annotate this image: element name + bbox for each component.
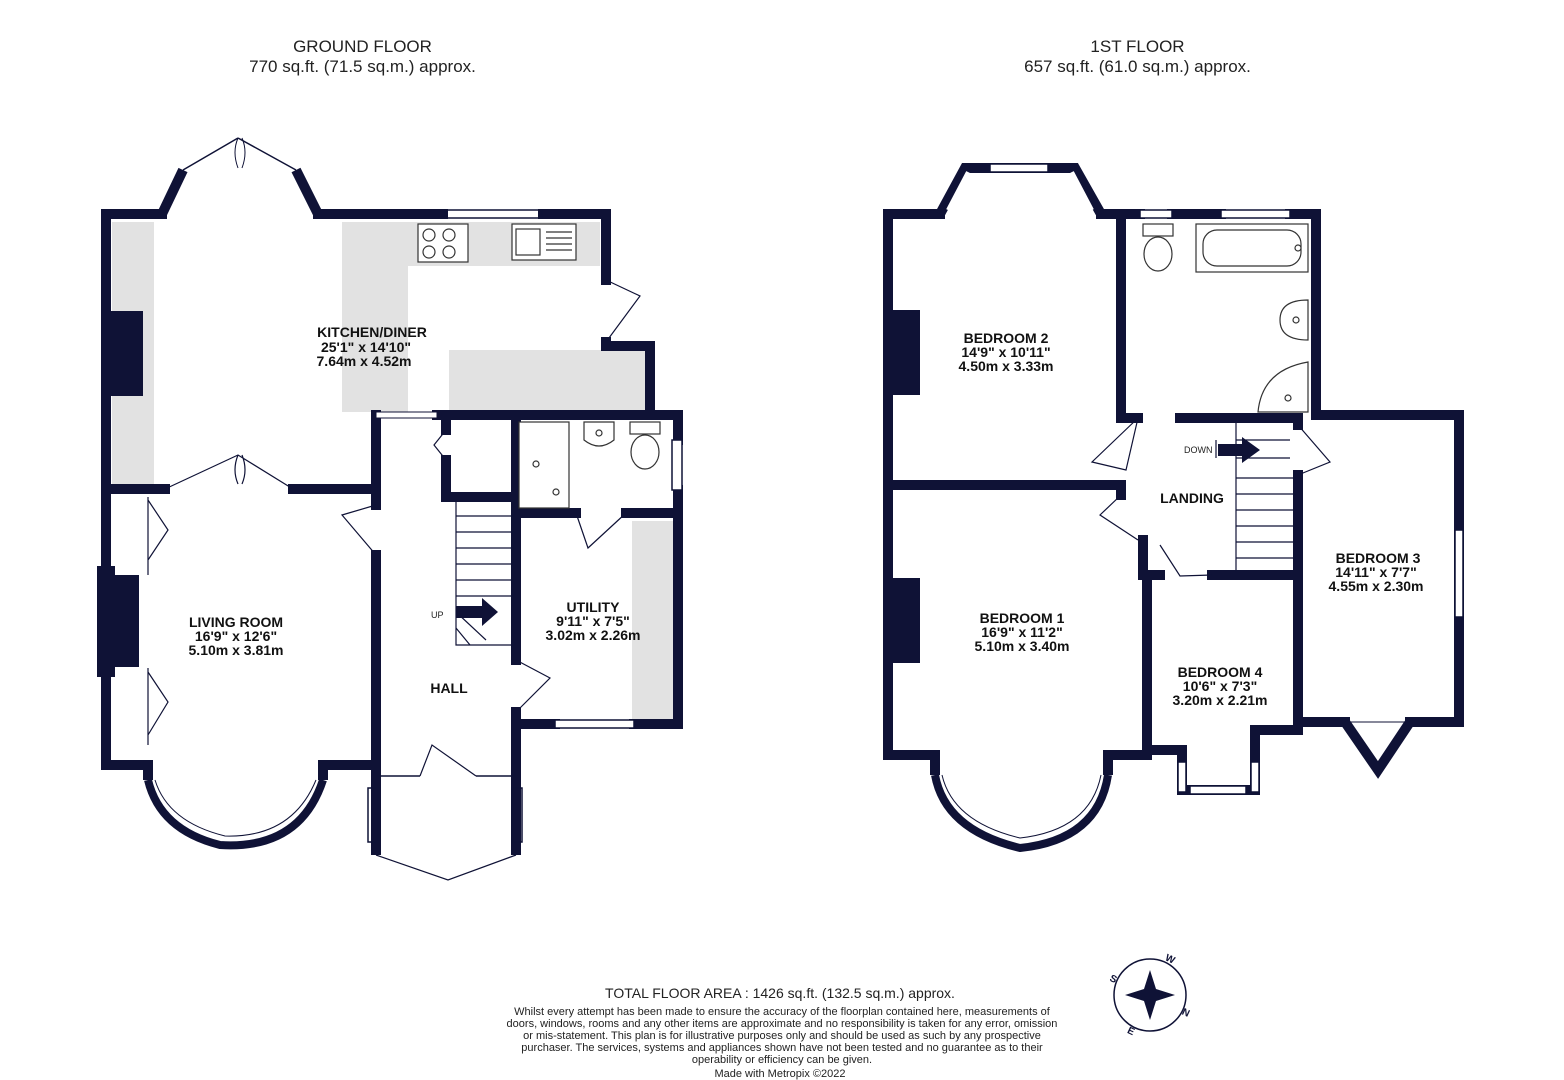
living-metric: 5.10m x 3.81m <box>189 642 284 658</box>
bedroom2-imperial: 14'9" x 10'11" <box>961 344 1050 360</box>
utility-label: UTILITY <box>567 599 621 615</box>
disclaimer-text: Whilst every attempt has been made to en… <box>506 1006 1058 1066</box>
metropix-credit: Made with Metropix ©2022 <box>714 1068 846 1080</box>
landing-label: LANDING <box>1160 490 1224 506</box>
bedroom3-label: BEDROOM 3 <box>1336 550 1421 566</box>
bedroom1-imperial: 16'9" x 11'2" <box>981 624 1062 640</box>
kitchen-side-door <box>605 279 641 343</box>
living-hall-door <box>340 504 377 556</box>
ground-floor-area: 770 sq.ft. (71.5 sq.m.) approx. <box>249 57 476 76</box>
hall-opening <box>375 411 438 419</box>
utility-window-bottom <box>554 719 635 729</box>
bedroom1-label: BEDROOM 1 <box>980 610 1065 626</box>
stairs-down-arrow-icon <box>1218 437 1260 463</box>
compass-n: N <box>1180 1007 1191 1020</box>
first-floor-header: 1ST FLOOR 657 sq.ft. (61.0 sq.m.) approx… <box>935 37 1340 77</box>
bedroom4-imperial: 10'6" x 7'3" <box>1183 678 1257 694</box>
bedroom3-window <box>1454 529 1464 618</box>
compass-w: W <box>1163 953 1177 967</box>
sink-icon <box>511 223 577 261</box>
bedroom1-metric: 5.10m x 3.40m <box>975 638 1070 654</box>
landing-doors <box>1090 416 1332 577</box>
bedroom4-label: BEDROOM 4 <box>1178 664 1263 680</box>
shower-icon <box>518 421 570 509</box>
bathroom-window-2 <box>1220 209 1291 219</box>
hall-label: HALL <box>430 680 468 696</box>
bedroom4-bay <box>1177 761 1260 795</box>
bathroom-toilet-icon <box>1142 223 1174 272</box>
bedroom4-metric: 3.20m x 2.21m <box>1173 692 1268 708</box>
bedroom3-metric: 4.55m x 2.30m <box>1329 578 1424 594</box>
stairs-up-arrow-icon <box>456 598 498 626</box>
kitchen-imperial: 25'1" x 14'10" <box>321 339 411 355</box>
corner-shower-icon <box>1257 361 1309 413</box>
bedroom2-bay-window <box>935 163 1106 217</box>
bedroom2-label: BEDROOM 2 <box>964 330 1049 346</box>
compass-s: S <box>1108 973 1119 986</box>
stairs-down-label: DOWN <box>1184 445 1213 455</box>
hob-icon <box>417 223 469 263</box>
ground-floor-plan: UP <box>97 137 683 881</box>
compass-e: E <box>1125 1025 1136 1038</box>
kitchen-fitted-units <box>112 222 674 719</box>
kitchen-label: KITCHEN/DINER <box>317 324 427 340</box>
living-cupboards <box>147 497 169 745</box>
first-floor-plan: DOWN <box>883 163 1464 853</box>
utility-window <box>671 439 683 491</box>
bedroom3-bay <box>1340 719 1415 779</box>
utility-metric: 3.02m x 2.26m <box>546 627 641 643</box>
ground-floor-title: GROUND FLOOR <box>293 37 432 56</box>
bathroom-window-1 <box>1139 209 1173 219</box>
living-label: LIVING ROOM <box>189 614 283 630</box>
bedroom3-imperial: 14'11" x 7'7" <box>1335 564 1416 580</box>
ground-stairs <box>455 500 514 646</box>
ground-floor-walls <box>97 209 683 775</box>
bathroom-basin-icon <box>1279 299 1309 341</box>
kitchen-bay-window <box>157 137 543 219</box>
first-floor-area: 657 sq.ft. (61.0 sq.m.) approx. <box>1024 57 1251 76</box>
room-labels: KITCHEN/DINER 25'1" x 14'10" 7.64m x 4.5… <box>189 324 1424 708</box>
hall-cupboard-door <box>433 429 447 461</box>
living-double-door <box>164 454 294 490</box>
basin-icon <box>583 421 615 447</box>
bedroom2-metric: 4.50m x 3.33m <box>959 358 1054 374</box>
bath-icon <box>1195 223 1309 273</box>
living-imperial: 16'9" x 12'6" <box>195 628 277 644</box>
utility-wc-door <box>575 512 627 550</box>
total-floor-area: TOTAL FLOOR AREA : 1426 sq.ft. (132.5 sq… <box>605 985 955 1001</box>
stairs-up-label: UP <box>431 610 444 620</box>
first-floor-title: 1ST FLOOR <box>1090 37 1185 56</box>
utility-imperial: 9'11" x 7'5" <box>556 613 630 629</box>
living-bay-window <box>143 765 328 850</box>
ground-floor-header: GROUND FLOOR 770 sq.ft. (71.5 sq.m.) app… <box>160 37 565 77</box>
bedroom1-bay-window <box>930 755 1113 853</box>
toilet-icon <box>629 421 661 470</box>
kitchen-metric: 7.64m x 4.52m <box>317 353 412 369</box>
utility-door <box>515 659 551 713</box>
porch <box>367 744 523 881</box>
